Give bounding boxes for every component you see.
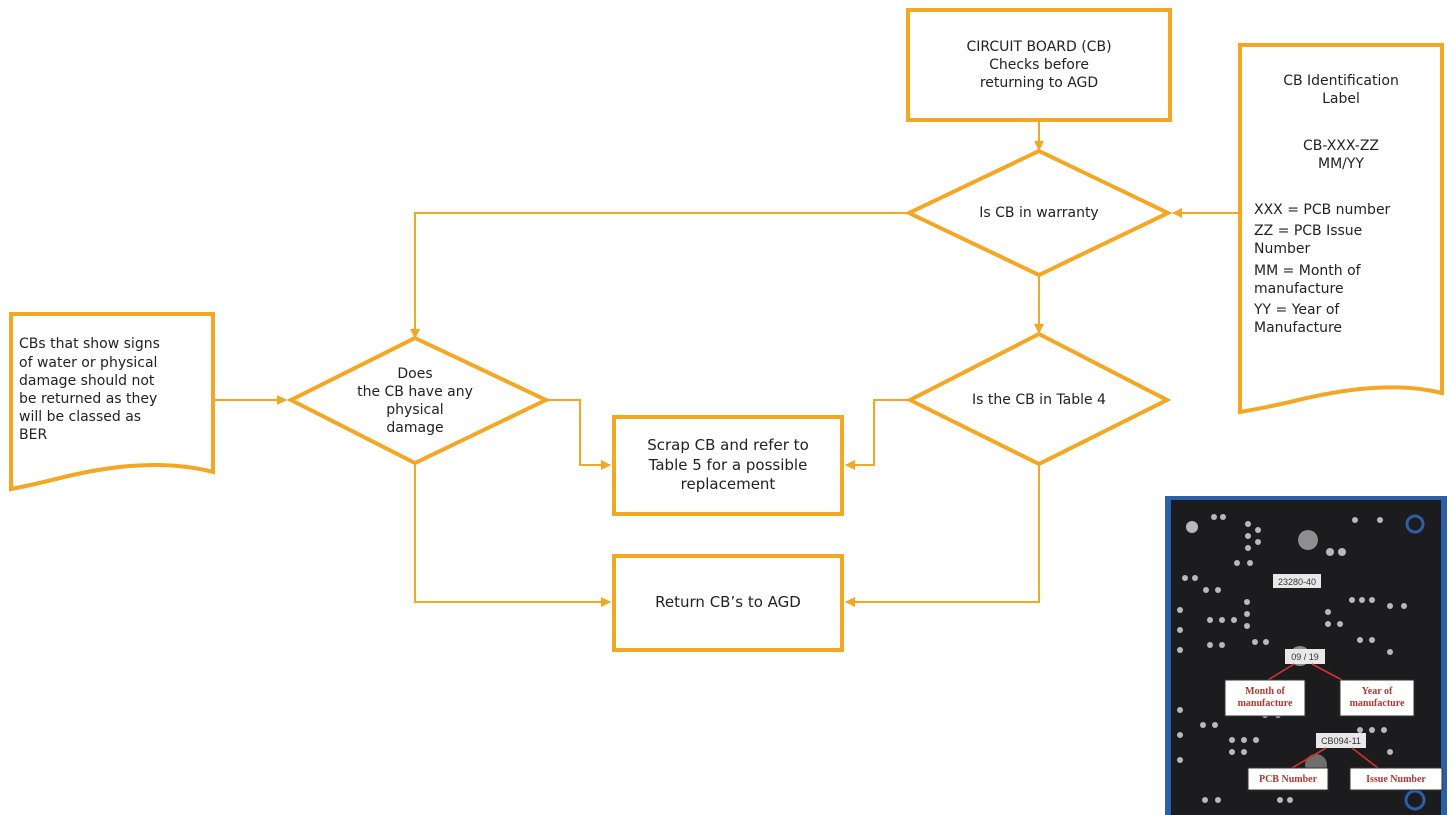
legend-xxx: XXX = PCB number bbox=[1254, 202, 1391, 218]
pcb-sticker-pcb-text: CB094-11 bbox=[1321, 736, 1361, 746]
scrap-label: Scrap CB and refer to Table 5 for a poss… bbox=[647, 436, 809, 494]
pcb-sticker-code-text: 23280-40 bbox=[1278, 577, 1316, 587]
damage-diamond bbox=[286, 335, 551, 466]
table4-label: Is the CB in Table 4 bbox=[972, 391, 1106, 408]
callout-year-box bbox=[1339, 679, 1415, 717]
legend-yy: YY = Year of Manufacture bbox=[1254, 301, 1343, 337]
id-label-shape bbox=[1238, 43, 1444, 415]
callout-month-label: Month of manufacture bbox=[1237, 686, 1293, 709]
callout-issue-box bbox=[1349, 767, 1443, 791]
pcb-photo: 23280-40 09 / 19 CB094-11 bbox=[1165, 496, 1447, 815]
label-legend: XXX = PCB number ZZ = PCB Issue Number M… bbox=[1254, 201, 1440, 337]
pcb-sticker-date-text: 09 / 19 bbox=[1291, 652, 1319, 662]
label-code: CB-XXX-ZZ MM/YY bbox=[1302, 137, 1380, 172]
start-label: CIRCUIT BOARD (CB) Checks before returni… bbox=[966, 38, 1112, 92]
callout-issue-label: Issue Number bbox=[1366, 773, 1426, 785]
arrow-warranty-no-to-damage bbox=[410, 212, 906, 339]
callout-pcb-label: PCB Number bbox=[1258, 773, 1318, 785]
legend-mm: MM = Month of manufacture bbox=[1254, 262, 1361, 297]
damage-label: Does the CB have any physical damage bbox=[357, 365, 473, 437]
start-box bbox=[906, 8, 1172, 122]
pcb-solder-points bbox=[1177, 514, 1407, 803]
scrap-box bbox=[612, 415, 844, 516]
callout-month-box bbox=[1224, 679, 1306, 717]
legend-zz: ZZ = PCB Issue Number bbox=[1254, 223, 1363, 258]
callout-year-label: Year of manufacture bbox=[1349, 686, 1405, 709]
arrow-table4-no-to-return bbox=[845, 465, 1040, 607]
pcb-mount-hole-top bbox=[1405, 514, 1425, 534]
shapes bbox=[9, 8, 1444, 652]
arrow-damage-no-to-return bbox=[414, 464, 611, 607]
connectors bbox=[213, 122, 1240, 607]
damage-note-text: CBs that show signs of water or physical… bbox=[19, 336, 160, 444]
pcb-mount-hole-bottom bbox=[1404, 789, 1426, 811]
warranty-label: Is CB in warranty bbox=[979, 204, 1099, 221]
pcb-sticker-code bbox=[1273, 574, 1321, 588]
pcb-sticker-pcb bbox=[1316, 733, 1366, 748]
label-title: CB Identification Label bbox=[1283, 72, 1399, 107]
arrow-table4-yes-to-scrap bbox=[845, 399, 909, 470]
warranty-diamond bbox=[904, 148, 1173, 278]
pcb-screw-top bbox=[1298, 530, 1318, 550]
table4-diamond bbox=[905, 331, 1172, 467]
return-box bbox=[612, 554, 844, 652]
arrow-damage-yes-to-scrap bbox=[547, 399, 611, 470]
return-label: Return CB’s to AGD bbox=[655, 593, 801, 612]
pcb-sticker-date bbox=[1285, 649, 1325, 664]
damage-note-shape bbox=[9, 312, 215, 492]
pcb-callout-arrows bbox=[1267, 663, 1379, 769]
callout-pcb-box bbox=[1247, 767, 1329, 791]
